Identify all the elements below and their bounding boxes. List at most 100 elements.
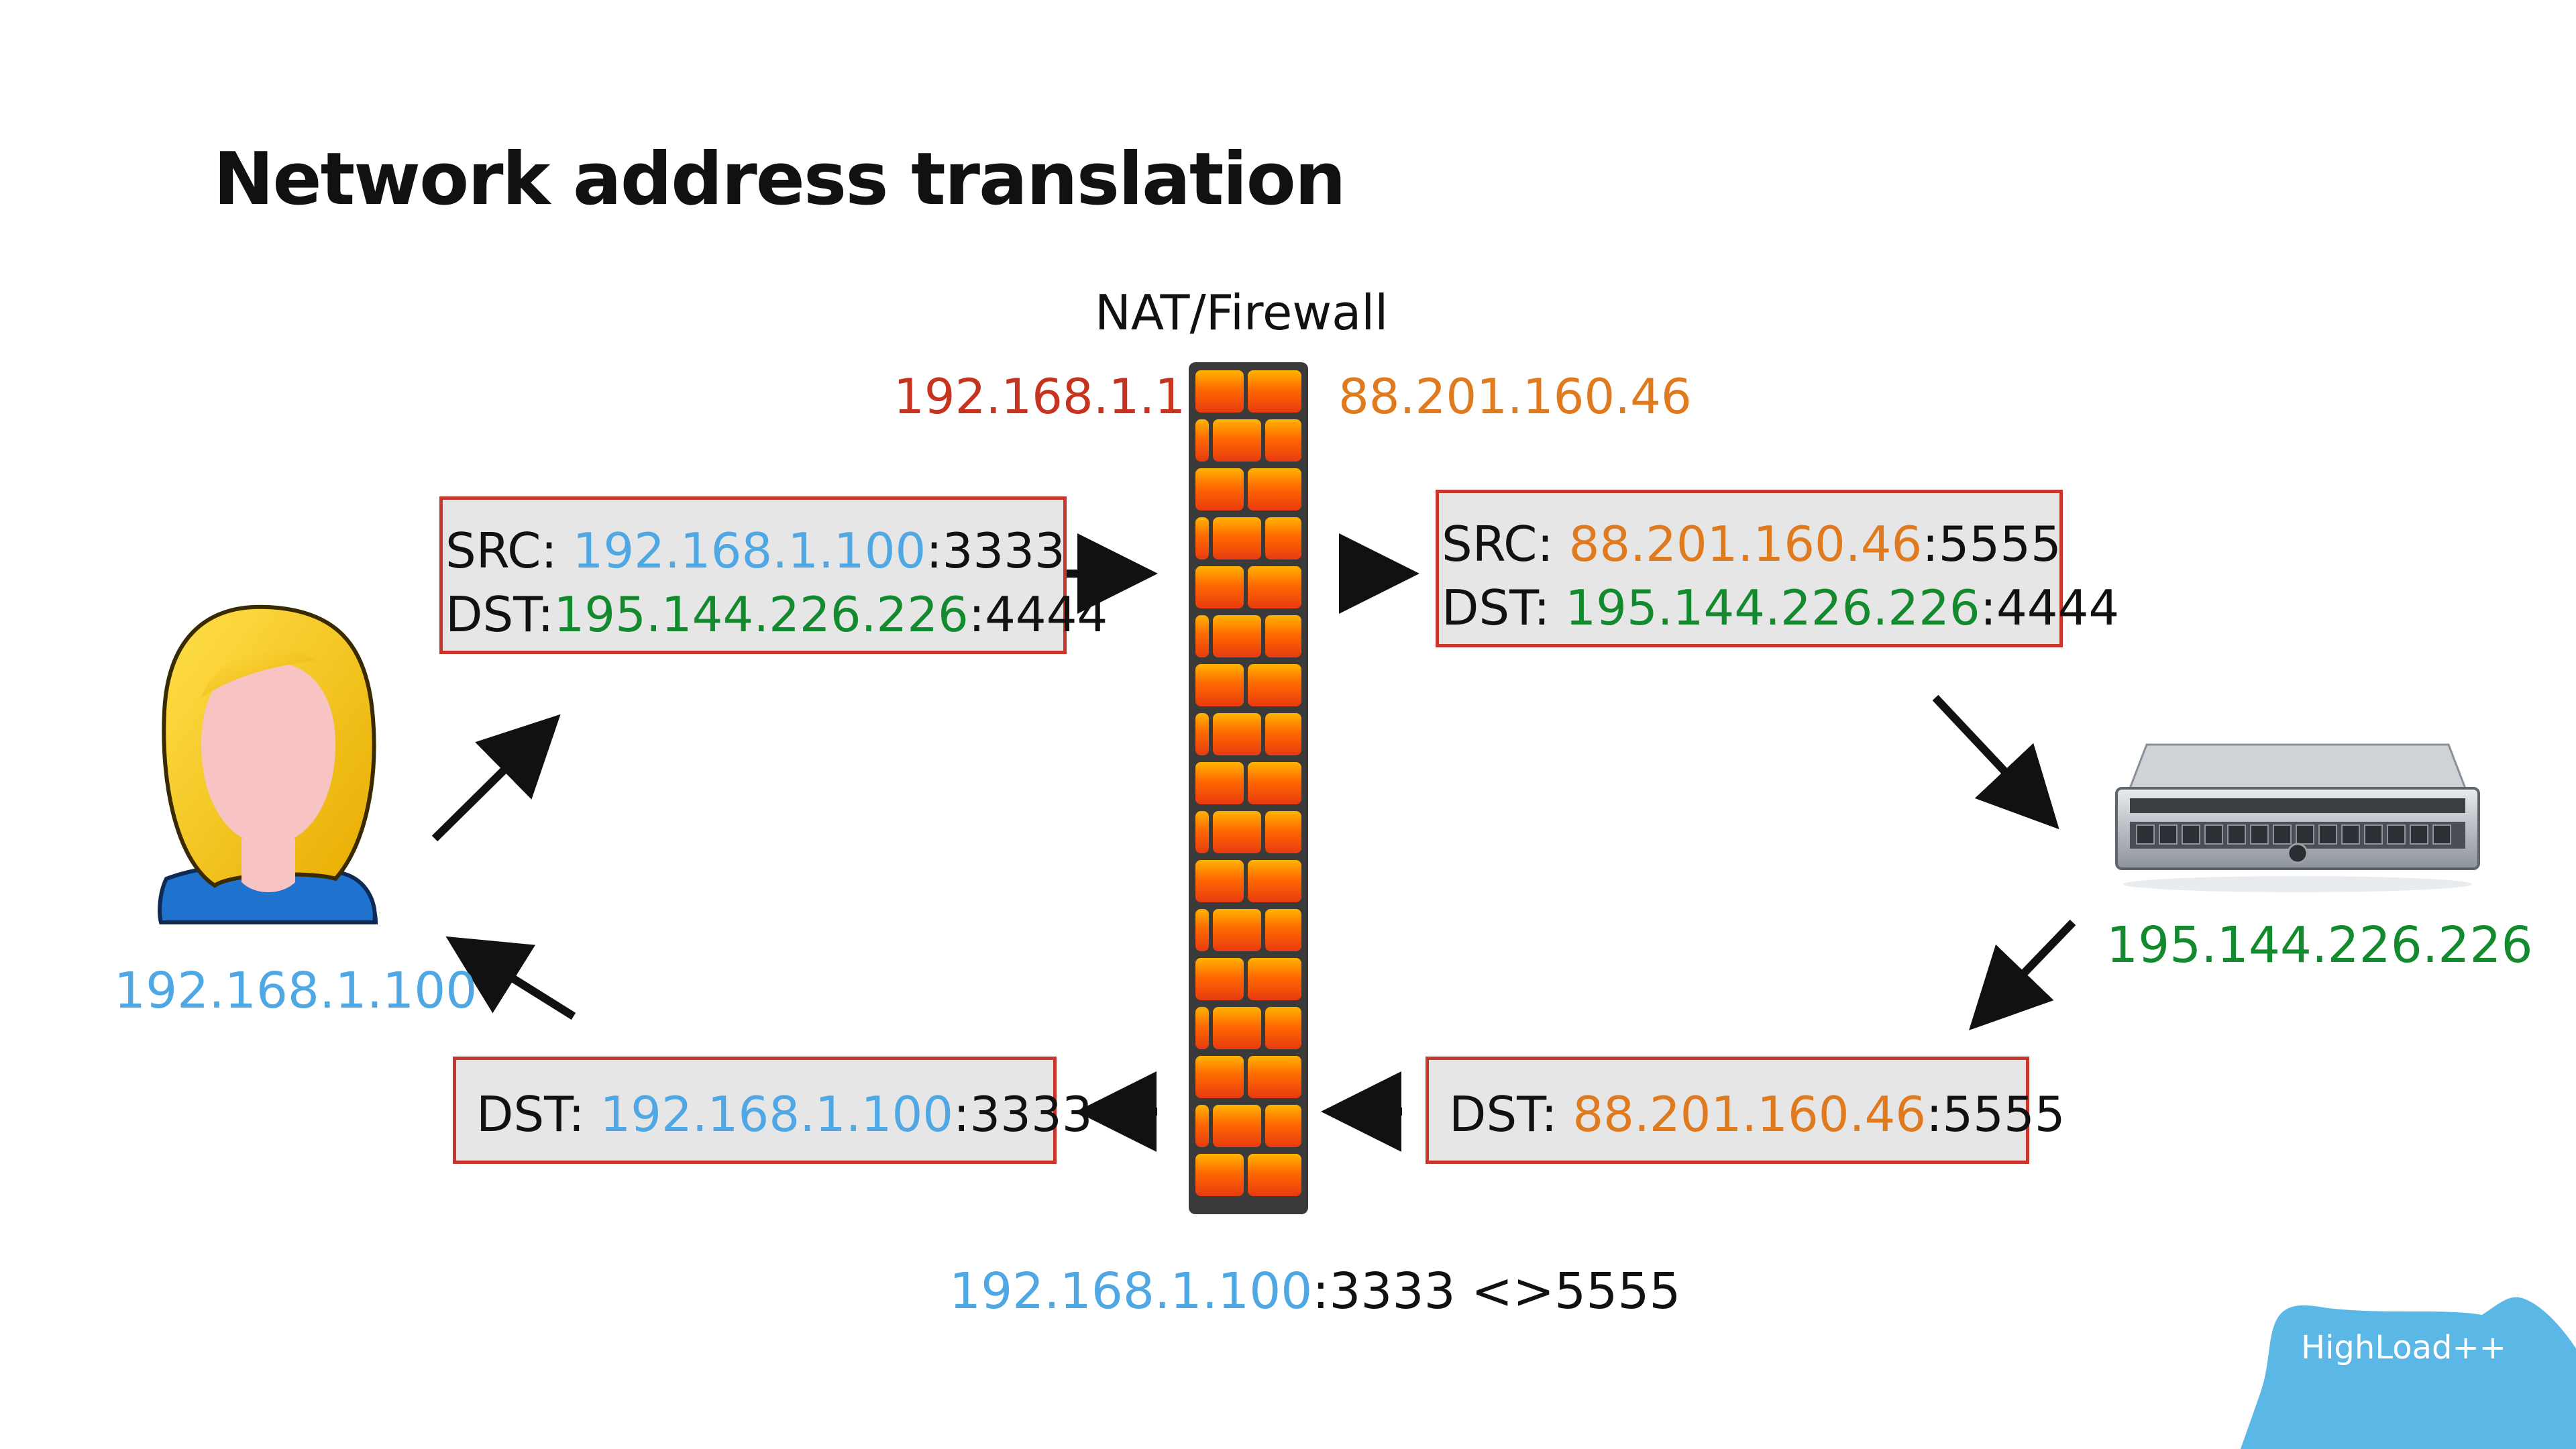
- server-drive-slot: [2296, 824, 2314, 845]
- dst-port: :4444: [968, 586, 1108, 643]
- dst-label: DST:: [1449, 1086, 1573, 1142]
- server-drive-slot: [2250, 824, 2269, 845]
- server-drive-slot: [2273, 824, 2292, 845]
- mapping-ip: 192.168.1.100: [949, 1263, 1313, 1320]
- nat-outside-ip: 88.201.160.46: [1338, 368, 1692, 425]
- firewall-brick: [1195, 762, 1244, 804]
- firewall-brick: [1195, 860, 1244, 902]
- server-drive-slot: [2182, 824, 2200, 845]
- firewall-brick: [1265, 615, 1301, 657]
- server-drive-slot: [2341, 824, 2360, 845]
- firewall-brick: [1213, 1105, 1261, 1147]
- dst-ip: 195.144.226.226: [1565, 580, 1980, 636]
- firewall-brick: [1248, 762, 1301, 804]
- server-drive-slot: [2387, 824, 2406, 845]
- packet-dst-line: DST: 195.144.226.226:4444: [1442, 584, 2119, 632]
- packet-dst-line: DST: 192.168.1.100:3333: [476, 1090, 1093, 1138]
- firewall-brick: [1248, 664, 1301, 706]
- slide-title: Network address translation: [213, 138, 1346, 221]
- server-drive-slot: [2136, 824, 2155, 845]
- firewall-brick: [1195, 811, 1209, 853]
- arrow-client-to-box: [431, 714, 561, 842]
- firewall-brick-wall-icon: [1189, 362, 1308, 1214]
- src-ip: 88.201.160.46: [1568, 516, 1923, 572]
- firewall-brick: [1265, 713, 1301, 755]
- firewall-brick: [1248, 1154, 1301, 1196]
- src-label: SRC:: [1442, 516, 1569, 572]
- rack-server-icon: [2115, 743, 2480, 892]
- src-port: :5555: [1922, 516, 2061, 572]
- firewall-brick: [1213, 811, 1261, 853]
- arrow-box-to-server: [1932, 694, 2059, 830]
- firewall-brick: [1195, 517, 1209, 559]
- firewall-brick: [1195, 419, 1209, 462]
- server-drive-slot: [2204, 824, 2223, 845]
- firewall-brick: [1195, 566, 1244, 608]
- flow-arrows: [431, 533, 2076, 1152]
- firewall-brick: [1213, 909, 1261, 951]
- user-avatar-icon: [158, 604, 378, 924]
- dst-port: :3333: [953, 1086, 1093, 1142]
- dst-label: DST:: [1442, 580, 1566, 636]
- firewall-brick: [1213, 1007, 1261, 1049]
- dst-ip: 192.168.1.100: [600, 1086, 954, 1142]
- firewall-brick: [1265, 1105, 1301, 1147]
- client-ip: 192.168.1.100: [114, 962, 478, 1020]
- dst-label: DST:: [476, 1086, 600, 1142]
- firewall-brick: [1195, 1105, 1209, 1147]
- dst-label: DST:: [445, 586, 554, 643]
- dst-ip: 88.201.160.46: [1572, 1086, 1927, 1142]
- mapping-ports: :3333 <>5555: [1312, 1263, 1681, 1320]
- firewall-brick: [1248, 860, 1301, 902]
- firewall-brick: [1265, 517, 1301, 559]
- server-drive-slot: [2159, 824, 2178, 845]
- server-drive-slot: [2432, 824, 2451, 845]
- src-label: SRC:: [445, 523, 573, 579]
- firewall-brick: [1195, 958, 1244, 1000]
- server-drive-slot: [2318, 824, 2337, 845]
- firewall-brick: [1195, 713, 1209, 755]
- firewall-brick: [1213, 517, 1261, 559]
- arrow-box-to-client: [445, 936, 576, 1020]
- firewall-brick: [1195, 909, 1209, 951]
- highload-logo-text: HighLoad++: [2301, 1329, 2506, 1366]
- firewall-brick: [1195, 468, 1244, 511]
- firewall-brick: [1248, 1056, 1301, 1098]
- packet-dst-line: DST: 88.201.160.46:5555: [1449, 1090, 2065, 1138]
- dst-port: :5555: [1926, 1086, 2065, 1142]
- firewall-brick: [1248, 566, 1301, 608]
- firewall-brick: [1248, 958, 1301, 1000]
- firewall-brick: [1213, 419, 1261, 462]
- packet-box-outbound-translated: SRC: 88.201.160.46:5555 DST: 195.144.226…: [1436, 490, 2119, 647]
- arrow-server-to-box: [1969, 919, 2076, 1030]
- packet-src-line: SRC: 88.201.160.46:5555: [1442, 520, 2061, 568]
- firewall-brick: [1248, 370, 1301, 413]
- firewall-brick: [1195, 615, 1209, 657]
- nat-mapping-caption: 192.168.1.100:3333 <>5555: [949, 1267, 1681, 1316]
- src-port: :3333: [926, 523, 1065, 579]
- firewall-brick: [1265, 909, 1301, 951]
- firewall-brick: [1265, 1007, 1301, 1049]
- server-drive-slot: [2227, 824, 2246, 845]
- firewall-brick: [1195, 370, 1244, 413]
- firewall-brick: [1265, 419, 1301, 462]
- nat-inside-ip: 192.168.1.1: [894, 368, 1186, 425]
- server-drive-slot: [2410, 824, 2428, 845]
- dst-ip: 195.144.226.226: [553, 586, 969, 643]
- nat-firewall-label: NAT/Firewall: [1095, 284, 1389, 341]
- firewall-brick: [1195, 1154, 1244, 1196]
- highload-bear-logo: [2241, 1297, 2576, 1449]
- server-ip: 195.144.226.226: [2106, 916, 2533, 974]
- packet-dst-line: DST:195.144.226.226:4444: [445, 590, 1108, 639]
- packet-box-inbound-original: DST: 88.201.160.46:5555: [1426, 1057, 2065, 1164]
- firewall-brick: [1213, 713, 1261, 755]
- dst-port: :4444: [1980, 580, 2120, 636]
- firewall-brick: [1248, 468, 1301, 511]
- packet-box-inbound-translated: DST: 192.168.1.100:3333: [453, 1057, 1093, 1164]
- firewall-brick: [1213, 615, 1261, 657]
- server-drive-slot: [2364, 824, 2383, 845]
- packet-src-line: SRC: 192.168.1.100:3333: [445, 527, 1065, 575]
- firewall-brick: [1195, 1007, 1209, 1049]
- src-ip: 192.168.1.100: [572, 523, 926, 579]
